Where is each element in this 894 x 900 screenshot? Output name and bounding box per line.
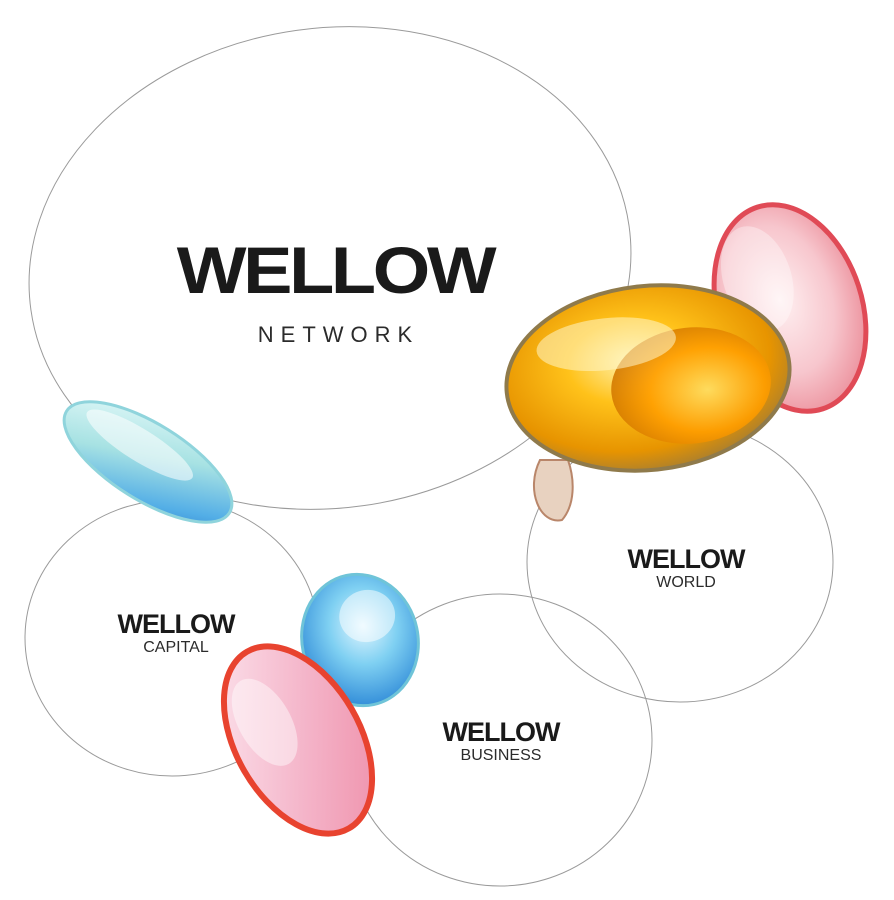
network-subtitle: NETWORK [257,322,420,347]
blue-lens [300,572,420,708]
network-circle [28,26,632,510]
pink-lens-bottom [220,643,376,837]
capital-subtitle: CAPITAL [143,639,209,656]
world-subtitle: WORLD [656,574,716,591]
business-subtitle: BUSINESS [460,747,542,764]
yellow-lens-stem [532,459,574,522]
network-label: WELLOW NETWORK [177,237,497,347]
network-brand: WELLOW [176,233,497,307]
capital-brand: WELLOW [117,609,236,639]
capital-label: WELLOW CAPITAL [117,609,236,657]
business-label: WELLOW BUSINESS [442,717,561,765]
cyan-lens [62,400,234,524]
world-label: WELLOW WORLD [627,544,746,592]
yellow-lens [504,283,792,473]
business-brand: WELLOW [442,717,561,747]
world-brand: WELLOW [627,544,746,574]
